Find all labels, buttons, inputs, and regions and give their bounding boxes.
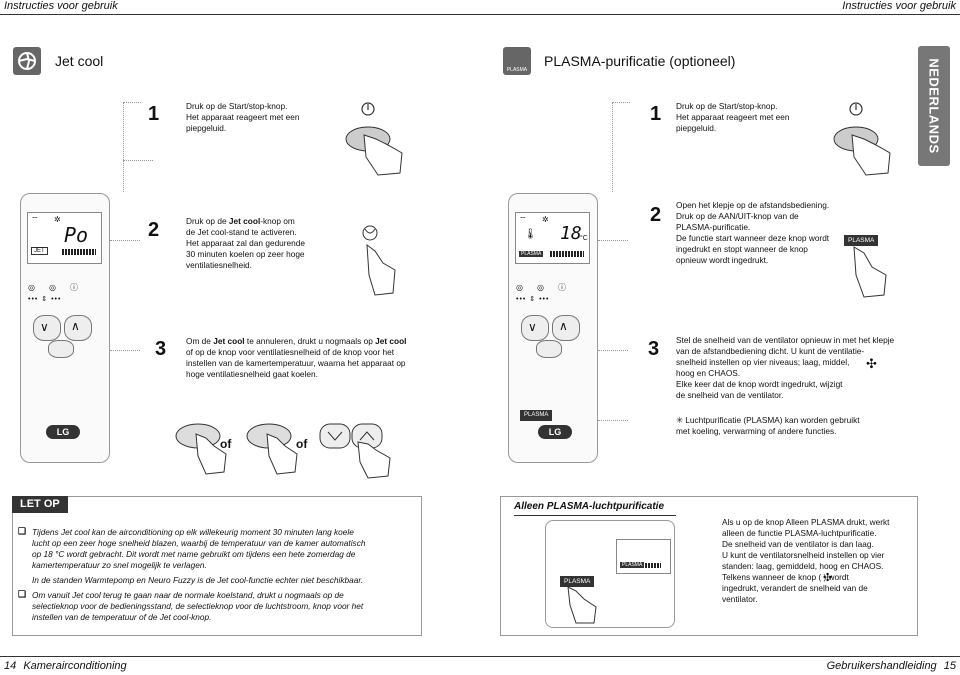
- letop-box: [12, 496, 422, 636]
- letop-bullet-2-icon: ❏: [18, 589, 27, 599]
- alleen-lcd: PLASMA: [616, 539, 671, 574]
- connector: [123, 102, 141, 103]
- jetcool-step3-text: Om de Jet cool te annuleren, drukt u nog…: [186, 336, 407, 379]
- chevron-up-icon: ∧: [559, 319, 568, 333]
- plasma-button-label[interactable]: PLASMA: [844, 235, 879, 246]
- lcd-fan-bars: [645, 563, 661, 568]
- header-left: Instructies voor gebruik: [4, 0, 118, 12]
- temp-down-button[interactable]: [521, 315, 549, 341]
- lcd-readout: Po: [64, 223, 89, 247]
- connector: [110, 350, 140, 351]
- connector: [123, 160, 153, 161]
- jetcool-step2-text: Druk op de Jet cool-knop om de Jet cool-…: [186, 216, 306, 270]
- footer-left-text: Kamerairconditioning: [23, 660, 127, 672]
- temp-up-button[interactable]: [552, 315, 580, 341]
- fan-speed-button[interactable]: [48, 340, 74, 358]
- lcd-thermo-icon: 🌡: [524, 229, 537, 240]
- header-right: Instructies voor gebruik: [842, 0, 956, 12]
- lcd-signal-icon: ⌔: [31, 215, 39, 224]
- chevron-down-icon: ∨: [40, 320, 49, 334]
- footer-left: 14 Kamerairconditioning: [4, 660, 127, 672]
- of-label-2: of: [296, 437, 308, 451]
- lcd-snow-icon: ✲: [54, 215, 61, 224]
- remote-dots: ••• ⇕ •••: [28, 296, 62, 303]
- footer-page-number-right: 15: [943, 660, 956, 672]
- plasma-step1-text: Druk op de Start/stop-knop. Het apparaat…: [676, 101, 790, 133]
- footer-rule: [0, 656, 960, 657]
- start-stop-press-illustration-2: [818, 95, 908, 185]
- plasma-step3-number: 3: [648, 338, 660, 360]
- plasma-step2-text: Open het klepje op de afstandsbediening.…: [676, 200, 830, 265]
- plasma-step3-note: ✳ Luchtpurificatie (PLASMA) kan worden g…: [676, 415, 860, 436]
- connector: [123, 102, 124, 192]
- temp-up-button[interactable]: [64, 315, 92, 341]
- jetcool-remote-lcd: ⌔ ✲ JET Po: [27, 212, 102, 264]
- remote-lg-logo: LG: [46, 425, 80, 439]
- jet-button-press-illustration: [345, 215, 405, 300]
- lcd-fan-bars: [62, 249, 96, 255]
- side-tab: NEDERLANDS: [918, 46, 950, 166]
- connector: [612, 102, 630, 103]
- jetcool-step1-text: Druk op de Start/stop-knop. Het apparaat…: [186, 101, 300, 133]
- lcd-fan-bars: [550, 251, 584, 257]
- letop-bullet-1: Tijdens Jet cool kan de airconditioning …: [32, 527, 366, 585]
- chevron-down-icon: ∨: [528, 320, 537, 334]
- remote-dots: ••• ⇕ •••: [516, 296, 550, 303]
- alleen-lcd-tag: PLASMA: [620, 562, 645, 568]
- fan-button-press-small: [243, 408, 303, 478]
- connector: [598, 420, 628, 421]
- temp-down-button[interactable]: [33, 315, 61, 341]
- letop-title: LET OP: [12, 496, 68, 513]
- letop-bullet-2: Om vanuit Jet cool terug te gaan naar de…: [32, 590, 364, 622]
- remote-lg-logo: LG: [538, 425, 572, 439]
- plasma-step2-number: 2: [650, 204, 662, 226]
- footer-right-text: Gebruikershandleiding: [826, 660, 937, 672]
- footer-page-number-left: 14: [4, 660, 17, 672]
- fan-icon: ✣: [866, 356, 877, 371]
- jetcool-step1-number: 1: [148, 103, 160, 125]
- side-tab-label: NEDERLANDS: [926, 58, 942, 154]
- plasma-title: PLASMA-purificatie (optioneel): [544, 53, 736, 69]
- temp-buttons-press-small: [318, 418, 396, 480]
- jetcool-step3-number: 3: [155, 338, 167, 360]
- alleen-remote-illustration: PLASMA: [545, 520, 675, 628]
- lcd-readout: 18: [560, 223, 582, 244]
- connector: [598, 240, 628, 241]
- chevron-up-icon: ∧: [71, 319, 80, 333]
- plasma-button-press-illustration: PLASMA: [840, 235, 900, 301]
- lcd-jet-tag: JET: [31, 247, 48, 255]
- jetcool-title: Jet cool: [55, 53, 104, 69]
- letop-bullet-1-icon: ❏: [18, 526, 27, 536]
- alleen-title: Alleen PLASMA-luchtpurificatie: [514, 501, 665, 512]
- plasma-step1-number: 1: [650, 103, 662, 125]
- start-stop-press-illustration: [330, 95, 420, 185]
- plasma-remote-lcd: ⌔ ✲ 🌡 18 °C PLASMA: [515, 212, 590, 264]
- plasma-step3-text: Stel de snelheid van de ventilator opnie…: [676, 335, 895, 400]
- plasma-icon-label: PLASMA: [506, 67, 528, 73]
- lcd-signal-icon: ⌔: [519, 215, 527, 224]
- lcd-unit: °C: [580, 235, 588, 242]
- lcd-plasma-tag: PLASMA: [519, 251, 544, 257]
- plasma-icon: PLASMA: [503, 47, 531, 75]
- fan-speed-button[interactable]: [536, 340, 562, 358]
- alleen-plasma-button[interactable]: PLASMA: [560, 576, 595, 587]
- lcd-snow-icon: ✲: [542, 215, 549, 224]
- alleen-box: [500, 496, 918, 636]
- of-label-1: of: [220, 437, 232, 451]
- remote-plasma-button[interactable]: PLASMA: [520, 410, 553, 421]
- connector: [598, 350, 628, 351]
- footer-right: Gebruikershandleiding 15: [827, 660, 956, 672]
- alleen-text: Als u op de knop Alleen PLASMA drukt, we…: [722, 517, 890, 604]
- remote-small-icons: ◎◎ⓘ: [516, 283, 580, 292]
- alleen-press-illustration: [560, 585, 600, 625]
- connector: [612, 102, 613, 192]
- fan-icon: ✣: [823, 572, 833, 584]
- jet-button-press-small: [172, 408, 232, 478]
- header-rule: [0, 14, 960, 15]
- remote-small-icons: ◎◎ⓘ: [28, 283, 92, 292]
- alleen-title-rule: [514, 515, 676, 516]
- connector: [110, 240, 140, 241]
- jetcool-step2-number: 2: [148, 219, 160, 241]
- jetcool-icon: [13, 47, 41, 75]
